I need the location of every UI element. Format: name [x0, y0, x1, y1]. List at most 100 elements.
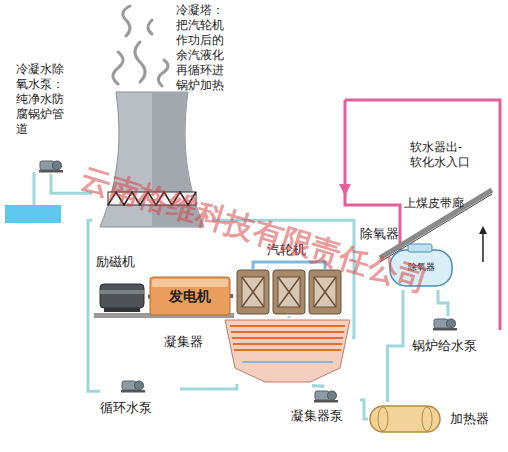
turbine-unit: 汽轮机 [233, 246, 345, 316]
node-label: 发电机 [150, 288, 230, 305]
turbine-rotor [314, 277, 336, 307]
condenser-tube [230, 325, 345, 327]
pump-base [433, 328, 457, 331]
water-pipe [360, 400, 368, 419]
flow-arrow [339, 184, 351, 196]
node-label: 汽轮机 [267, 242, 327, 258]
belt-label: 上煤皮带廊 [404, 196, 474, 210]
tower-lattice [108, 192, 196, 205]
steam-curl [123, 6, 130, 36]
exciter-body [100, 284, 144, 308]
pump-body [122, 381, 136, 390]
tower-shade [152, 92, 204, 227]
exciter-foot [104, 308, 140, 312]
water-pipe [180, 384, 237, 389]
steam-curl [158, 60, 168, 86]
steam-curl [113, 52, 123, 84]
exciter-machine: 励磁机 [96, 250, 148, 312]
condenser-tube [232, 337, 343, 339]
inlet-arrow [482, 232, 484, 262]
node-label: 循环水泵 [100, 400, 180, 416]
coal-belt [380, 190, 492, 258]
pump-motor [447, 319, 456, 328]
pump-symbol [314, 391, 338, 403]
water-pipe [438, 290, 448, 316]
condenser-tube [231, 331, 344, 333]
condenser-water-line [242, 361, 333, 363]
pump-motor [135, 381, 144, 390]
steam-plume [113, 6, 168, 86]
pump-symbol [433, 319, 457, 331]
turbine-casing [273, 270, 305, 314]
heater-cap [422, 407, 432, 431]
heater-unit: 加热器 [368, 402, 498, 436]
water-pool [5, 205, 61, 223]
cooling-tower: 冷凝塔：把汽轮机作功后的余汽液化再循环进锅炉加热 [92, 92, 212, 227]
pump-base [121, 390, 145, 393]
condenser-unit: 凝集器 [160, 318, 352, 384]
tower-lattice-zigzag [108, 192, 196, 205]
pump-symbol [39, 161, 63, 173]
steam-curl [135, 42, 145, 82]
water-pipe [88, 220, 100, 391]
pump-body [40, 161, 54, 170]
pump-unit: 冷凝水除氧水泵：纯净水防腐锅炉管道 [16, 62, 86, 174]
condenser-shell [225, 320, 350, 382]
pump-motor [53, 161, 62, 170]
pump-base [39, 170, 63, 173]
condenser-tube [234, 349, 341, 351]
node-shape [92, 92, 212, 227]
node-label: 锅炉给水泵 [412, 338, 492, 354]
deaerator-dome [408, 244, 432, 252]
pump-base [314, 400, 338, 403]
node-label: 除氧器 [396, 262, 446, 273]
node-label: 冷凝水除氧水泵：纯净水防腐锅炉管道 [16, 62, 68, 137]
turbine-window [314, 277, 336, 307]
pool-pipe [33, 172, 36, 205]
steam-inlet [253, 262, 325, 270]
node-label: 凝集器 [164, 334, 222, 350]
inlet-note: 软水器出-软化水入口 [410, 140, 472, 170]
pump-unit: 锅炉给水泵 [412, 316, 492, 360]
water-pipe [314, 384, 323, 388]
condenser-tube [233, 343, 342, 345]
node-label: 励磁机 [96, 254, 148, 270]
steam-pipe [345, 100, 500, 330]
turbine-casing [309, 270, 341, 314]
generator-shell [150, 277, 230, 315]
turbine-rotor [242, 277, 264, 307]
node-label: 加热器 [450, 411, 496, 427]
turbine-casing [237, 270, 269, 314]
turbine-rotor [278, 277, 300, 307]
tower-shell [100, 92, 204, 227]
pump-motor [328, 391, 337, 400]
exciter-band [100, 290, 144, 294]
water-pipe [51, 174, 92, 193]
pump-body [434, 319, 448, 328]
node-shape [160, 318, 352, 384]
turbine-window [242, 277, 264, 307]
node-label: 冷凝塔：把汽轮机作功后的余汽液化再循环进锅炉加热 [176, 3, 228, 93]
pump-unit: 凝集器泵 [285, 388, 360, 428]
pump-symbol [121, 381, 145, 393]
pump-unit: 循环水泵 [100, 378, 180, 422]
water-pipe [388, 290, 404, 402]
steam-curl [148, 20, 152, 34]
turbine-window [278, 277, 300, 307]
node-label: 除氧器 [360, 226, 410, 242]
water-pipe [288, 316, 291, 318]
deaerator-tank: 除氧器除氧器 [358, 226, 458, 290]
heater-cap [378, 407, 388, 431]
inlet-arrow-head [479, 226, 487, 234]
deaerator-tank [390, 250, 452, 286]
generator-box: 发电机 [150, 277, 230, 315]
generator-highlight [152, 279, 228, 287]
heater-cylinder [370, 406, 440, 432]
pump-body [315, 391, 329, 400]
node-label: 凝集器泵 [291, 408, 361, 424]
